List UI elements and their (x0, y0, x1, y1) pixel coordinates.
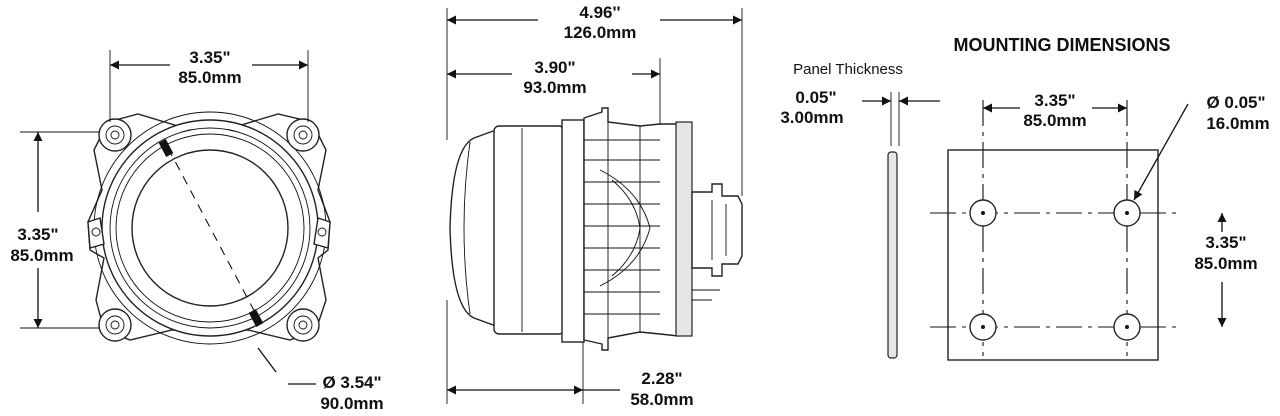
front-bezel-inner (109, 127, 311, 329)
side-view: 4.96'' 126.0mm 3.90" 93.0mm 2.28" 58.0mm (446, 3, 743, 409)
hole-diameter-in: Ø 0.05" (1206, 93, 1265, 112)
side-lens-mm: 58.0mm (630, 390, 693, 409)
front-width-mm: 85.0mm (178, 68, 241, 87)
panel-edge (887, 151, 898, 359)
front-view: 3.35" 85.0mm 3.35" 85.0mm Ø 3.54" 90.0mm (10, 48, 383, 413)
panel-thickness-mm: 3.00mm (780, 108, 843, 127)
side-lens-in: 2.28" (641, 369, 682, 388)
hole-spacing-x-in: 3.35" (1034, 91, 1075, 110)
side-bezel (493, 125, 565, 335)
side-heatsink-fins (584, 122, 660, 338)
front-reflector (115, 133, 305, 323)
hole-spacing-y-mm: 85.0mm (1194, 254, 1257, 273)
front-diameter-in: Ø 3.54" (322, 373, 381, 392)
front-mount-bosses (98, 118, 320, 342)
front-section-line (167, 147, 259, 319)
front-height-mm: 85.0mm (10, 246, 73, 265)
front-width-in: 3.35" (189, 48, 230, 67)
front-side-clips (87, 217, 331, 249)
mounting-holes (969, 199, 1141, 341)
front-diameter-mm: 90.0mm (320, 394, 383, 413)
side-connector (691, 183, 743, 277)
side-lens (449, 129, 497, 327)
side-overall-in: 4.96'' (579, 3, 620, 22)
side-back-plate (675, 121, 693, 337)
hole-spacing-y-in: 3.35" (1205, 233, 1246, 252)
mounting-view: MOUNTING DIMENSIONS Panel Thickness 0.05… (780, 35, 1270, 361)
mounting-title: MOUNTING DIMENSIONS (953, 35, 1170, 55)
front-height-in: 3.35" (17, 225, 58, 244)
panel-thickness-label: Panel Thickness (793, 61, 903, 78)
panel-thickness-in: 0.05" (795, 88, 836, 107)
front-lens (131, 149, 289, 307)
side-body-in: 3.90" (534, 58, 575, 77)
side-flange (561, 119, 585, 343)
side-overall-mm: 126.0mm (564, 23, 637, 42)
hole-diameter-mm: 16.0mm (1206, 114, 1269, 133)
hole-spacing-x-mm: 85.0mm (1023, 111, 1086, 130)
side-body-mm: 93.0mm (523, 78, 586, 97)
